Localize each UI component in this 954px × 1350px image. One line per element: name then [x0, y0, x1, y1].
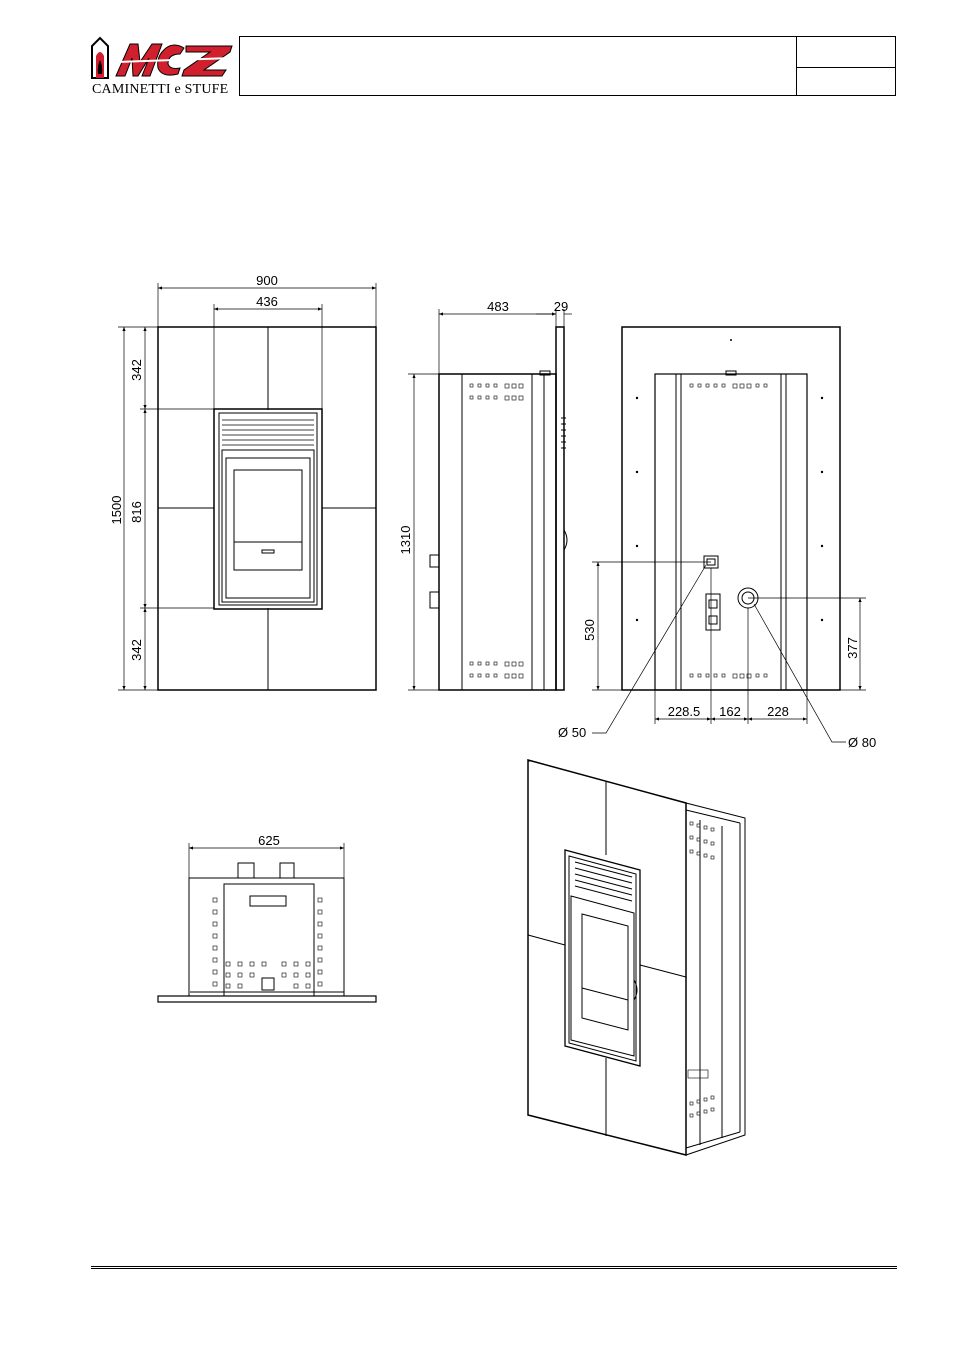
dim-side-height: 1310 [398, 526, 413, 555]
rear-vent-holes [689, 383, 768, 679]
footer-rule [91, 1266, 897, 1269]
top-view [157, 862, 377, 1003]
dim-pipe-large: Ø 80 [848, 735, 876, 750]
title-block [239, 36, 896, 96]
fireplace-icon [91, 36, 109, 79]
dim-top-width: 625 [258, 833, 280, 848]
dim-flue-height-left: 530 [582, 619, 597, 641]
front-dimensions [118, 283, 377, 691]
dim-offset-b: 162 [719, 704, 741, 719]
title-block-divider [796, 37, 797, 95]
mcz-wordmark [115, 43, 233, 77]
dim-panel-thickness: 29 [554, 299, 568, 314]
dim-offset-c: 228 [767, 704, 789, 719]
dim-offset-a: 228.5 [668, 704, 701, 719]
brand-text: CAMINETTI e STUFE [92, 82, 229, 97]
mcz-logo [91, 36, 233, 79]
rear-dimensions [592, 561, 866, 743]
dim-overall-width: 900 [256, 273, 278, 288]
dim-pipe-small: Ø 50 [558, 725, 586, 740]
title-block-cell-line [796, 67, 895, 68]
dim-top-panel: 342 [129, 359, 144, 381]
dim-insert-width: 436 [256, 294, 278, 309]
front-view [157, 326, 377, 691]
top-vent-holes [212, 897, 323, 989]
iso-vent-holes [687, 821, 715, 1118]
top-dimensions [188, 843, 345, 878]
rear-view [621, 326, 841, 691]
side-vent-holes [469, 383, 524, 679]
dim-flue-height-right: 377 [845, 637, 860, 659]
side-view [429, 326, 568, 691]
dim-total-height: 1500 [109, 496, 124, 525]
dim-side-depth: 483 [487, 299, 509, 314]
side-dimensions [408, 309, 572, 691]
rear-dots [635, 339, 824, 622]
isometric-view [527, 759, 746, 1156]
dim-bottom-panel: 342 [129, 639, 144, 661]
dim-middle: 816 [129, 501, 144, 523]
